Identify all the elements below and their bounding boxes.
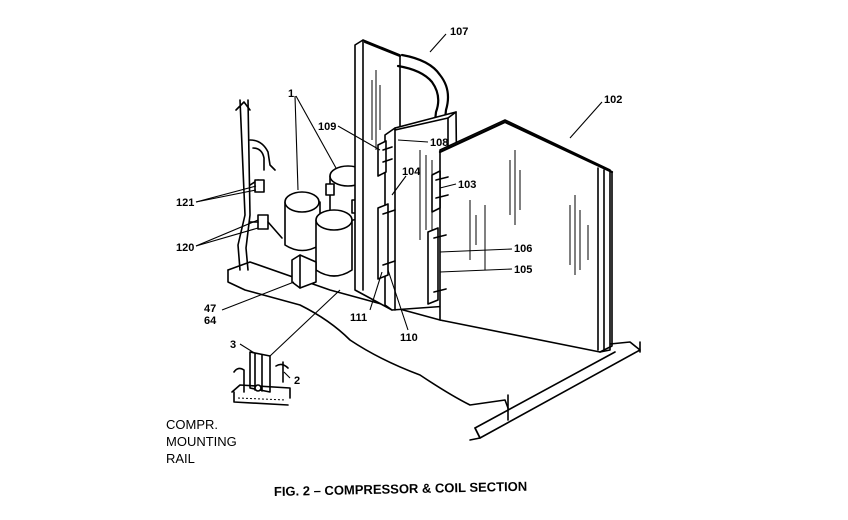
label-104: 104: [402, 166, 421, 178]
coil-headers: [377, 140, 449, 305]
mounting-rail-detail: [231, 351, 291, 406]
label-102: 102: [604, 94, 622, 106]
label-47: 47: [204, 303, 216, 315]
left-piping: [235, 99, 283, 271]
rail-label-line2: MOUNTING: [166, 434, 237, 449]
label-110: 110: [400, 332, 418, 344]
rail-label-line1: COMPR.: [166, 417, 218, 432]
label-109: 109: [318, 121, 336, 133]
label-107: 107: [450, 26, 468, 38]
label-106: 106: [514, 243, 532, 255]
label-111: 111: [350, 312, 367, 324]
coil-102: [438, 119, 614, 353]
label-3: 3: [230, 339, 236, 351]
label-1: 1: [288, 88, 294, 100]
rail-label-line3: RAIL: [166, 451, 195, 466]
label-105: 105: [514, 264, 532, 276]
label-121: 121: [176, 197, 194, 209]
label-108: 108: [430, 137, 448, 149]
callout-labels: 107 102 1 109 108 104 103 121 120 106 10…: [166, 26, 622, 466]
label-103: 103: [458, 179, 476, 191]
leader-lines: [195, 33, 603, 379]
label-2: 2: [294, 375, 300, 387]
label-64: 64: [204, 315, 217, 327]
figure-caption: FIG. 2 – COMPRESSOR & COIL SECTION: [274, 479, 528, 499]
label-120: 120: [176, 242, 194, 254]
base-pan: [227, 261, 641, 441]
